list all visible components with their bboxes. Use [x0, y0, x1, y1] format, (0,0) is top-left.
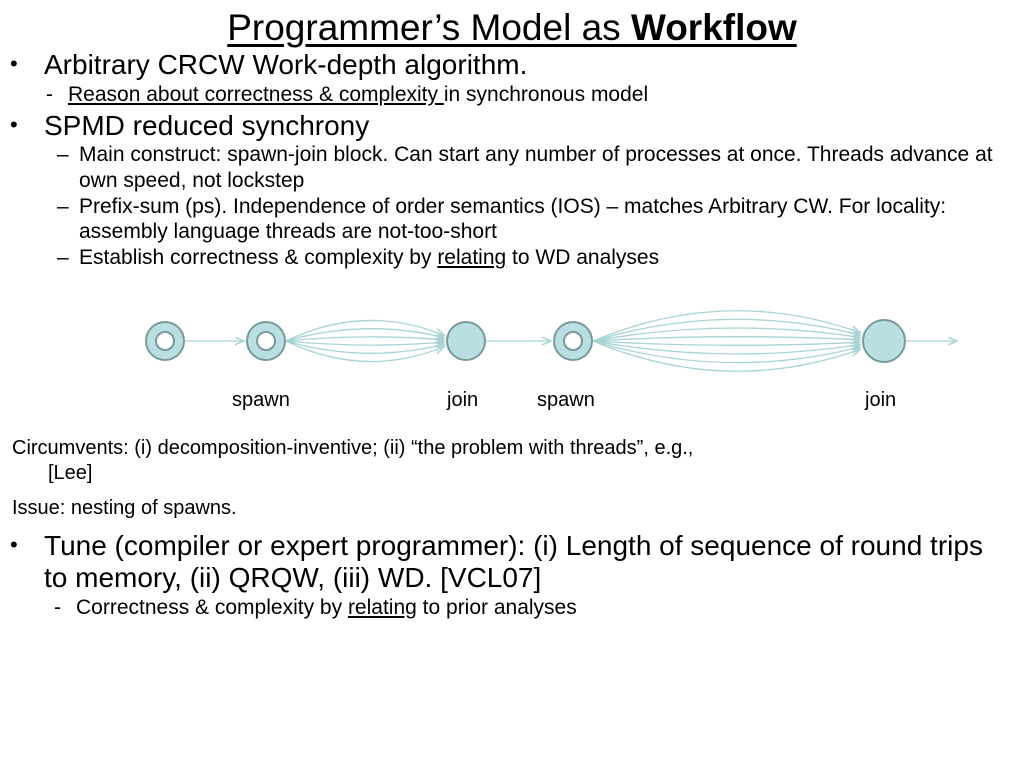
sub-bullet-2-3: – Establish correctness & complexity by … [10, 245, 1010, 270]
workflow-edge [285, 341, 444, 345]
bullet-text-1: Arbitrary CRCW Work-depth algorithm. [44, 49, 528, 80]
workflow-edge [285, 328, 444, 342]
workflow-edge [592, 341, 860, 345]
sub-bullet-post-phrase: to WD analyses [506, 246, 660, 270]
sub-bullet-underlined-phrase: relating [437, 246, 507, 270]
workflow-edge-group-2 [592, 310, 860, 373]
workflow-edge-group-1 [285, 320, 444, 363]
bullet-marker: • [10, 111, 18, 137]
diagram-label-spawn-1: spawn [232, 389, 290, 412]
start-node [145, 321, 185, 362]
sub-bullet-pre-phrase: Establish correctness & complexity by [79, 246, 438, 270]
workflow-edge [592, 340, 860, 364]
workflow-nodes [145, 319, 906, 364]
title-part-normal: Programmer’s Model as [227, 7, 631, 48]
sub-bullet-text-2-3: Establish correctness & complexity by re… [79, 245, 1010, 270]
ring-node-hole [155, 331, 175, 352]
bullet-item-2: • SPMD reduced synchrony [10, 110, 1010, 142]
bullet-item-1: • Arbitrary CRCW Work-depth algorithm. [10, 49, 1010, 81]
bullet-marker: • [10, 51, 18, 76]
spawn-node-2 [553, 321, 593, 362]
spawn-join-workflow-diagram: spawn join spawn join [10, 286, 1010, 426]
paragraph-circumvents-line1: Circumvents: (i) decomposition-inventive… [12, 437, 694, 460]
ring-node-hole [563, 331, 583, 352]
solid-node [862, 319, 906, 364]
workflow-edge [592, 327, 860, 343]
join-node-2 [862, 319, 906, 364]
solid-node [446, 321, 486, 362]
ring-node-hole [256, 331, 276, 352]
sub-bullet-text-2-1: Main construct: spawn-join block. Can st… [79, 143, 993, 192]
sub-bullet-marker: – [57, 246, 69, 270]
sub-bullet-marker: – [57, 194, 69, 218]
workflow-edge [285, 320, 444, 342]
bullet-text-2: SPMD reduced synchrony [44, 109, 370, 141]
paragraph-circumvents-line2: [Lee] [48, 462, 93, 485]
slide-root: { "title": { "part1": "Programmer\u2019s… [0, 9, 1024, 777]
page-title: Programmer’s Model as Workflow [0, 9, 1024, 46]
workflow-edge [592, 319, 860, 342]
bullet-marker: • [10, 532, 18, 558]
bullet-text-3: Tune (compiler or expert programmer): (i… [44, 530, 983, 593]
workflow-edge [285, 340, 444, 363]
sub-bullet-underlined-phrase: Reason about correctness & complexity [68, 82, 444, 106]
workflow-edge [592, 340, 860, 373]
diagram-label-join-1: join [447, 389, 479, 412]
join-node-1 [446, 321, 486, 362]
sub-bullet-post-phrase: to prior analyses [416, 595, 577, 619]
diagram-label-join-2: join [865, 389, 897, 412]
paragraph-issue: Issue: nesting of spawns. [10, 496, 1010, 521]
paragraph-issue-line1: Issue: nesting of spawns. [12, 497, 237, 520]
spawn-node-1 [246, 321, 286, 362]
sub-bullet-2-2: – Prefix-sum (ps). Independence of order… [10, 194, 1010, 244]
sub-bullet-1-1: - Reason about correctness & complexity … [10, 82, 1010, 107]
sub-bullet-pre-phrase: Correctness & complexity by [76, 595, 348, 619]
sub-bullet-marker: – [57, 143, 69, 167]
workflow-edges [185, 310, 957, 373]
sub-bullet-3-1: - Correctness & complexity by relating t… [10, 595, 1010, 620]
diagram-label-spawn-2: spawn [537, 389, 595, 412]
sub-bullet-text-1-1: Reason about correctness & complexity in… [68, 82, 1010, 107]
workflow-edge [285, 340, 444, 355]
sub-bullet-text-2-2: Prefix-sum (ps). Independence of order s… [79, 194, 947, 243]
slide-body: • Arbitrary CRCW Work-depth algorithm. -… [0, 49, 1024, 620]
title-part-bold: Workflow [630, 7, 797, 48]
sub-bullet-underlined-phrase: relating [347, 595, 417, 619]
workflow-edge [592, 340, 860, 355]
workflow-edge [592, 337, 860, 341]
workflow-edge [285, 337, 444, 341]
sub-bullet-2-1: – Main construct: spawn-join block. Can … [10, 142, 1010, 192]
sub-bullet-text-3-1: Correctness & complexity by relating to … [76, 595, 1010, 620]
bullet-item-3: • Tune (compiler or expert programmer): … [10, 530, 1010, 593]
workflow-svg [145, 310, 1010, 373]
sub-bullet-rest-phrase: in synchronous model [443, 82, 649, 106]
sub-bullet-marker: - [46, 82, 53, 106]
workflow-edge [592, 310, 860, 342]
paragraph-circumvents: Circumvents: (i) decomposition-inventive… [10, 436, 1010, 486]
sub-bullet-marker: - [54, 595, 61, 619]
